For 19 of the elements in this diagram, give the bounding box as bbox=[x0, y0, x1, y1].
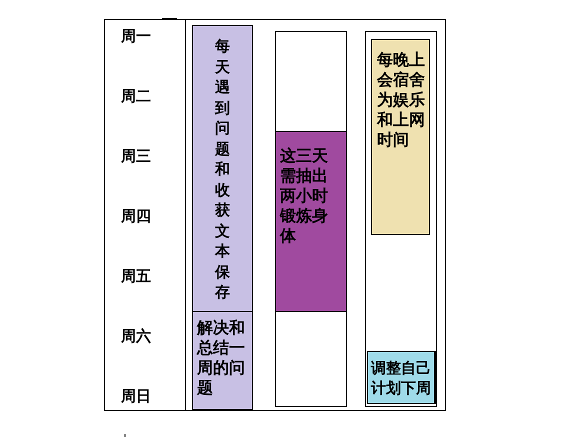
task-text: 解决和总结一周的问题 bbox=[197, 318, 245, 398]
task-block bbox=[192, 311, 253, 410]
task-text: 这三天需抽出两小时锻炼身体 bbox=[280, 146, 328, 246]
task-block bbox=[371, 39, 430, 235]
task-text: 每晚上会宿舍为娱乐和上网时间 bbox=[377, 50, 425, 150]
day-label: 周六 bbox=[121, 326, 151, 346]
task-text: 调整自己计划下周 bbox=[371, 358, 431, 398]
day-label: 周一 bbox=[121, 26, 151, 46]
day-label: 周四 bbox=[121, 206, 151, 226]
day-label: 周日 bbox=[121, 386, 151, 406]
column-box bbox=[365, 31, 437, 407]
task-block bbox=[367, 351, 437, 404]
day-label: 周三 bbox=[121, 146, 151, 166]
task-block bbox=[275, 131, 347, 312]
task-block bbox=[192, 25, 253, 312]
column-box bbox=[275, 31, 347, 407]
day-label: 周二 bbox=[121, 86, 151, 106]
day-label: 周五 bbox=[121, 266, 151, 286]
task-text: 每天遇到问题和收获文本保存 bbox=[215, 36, 230, 302]
